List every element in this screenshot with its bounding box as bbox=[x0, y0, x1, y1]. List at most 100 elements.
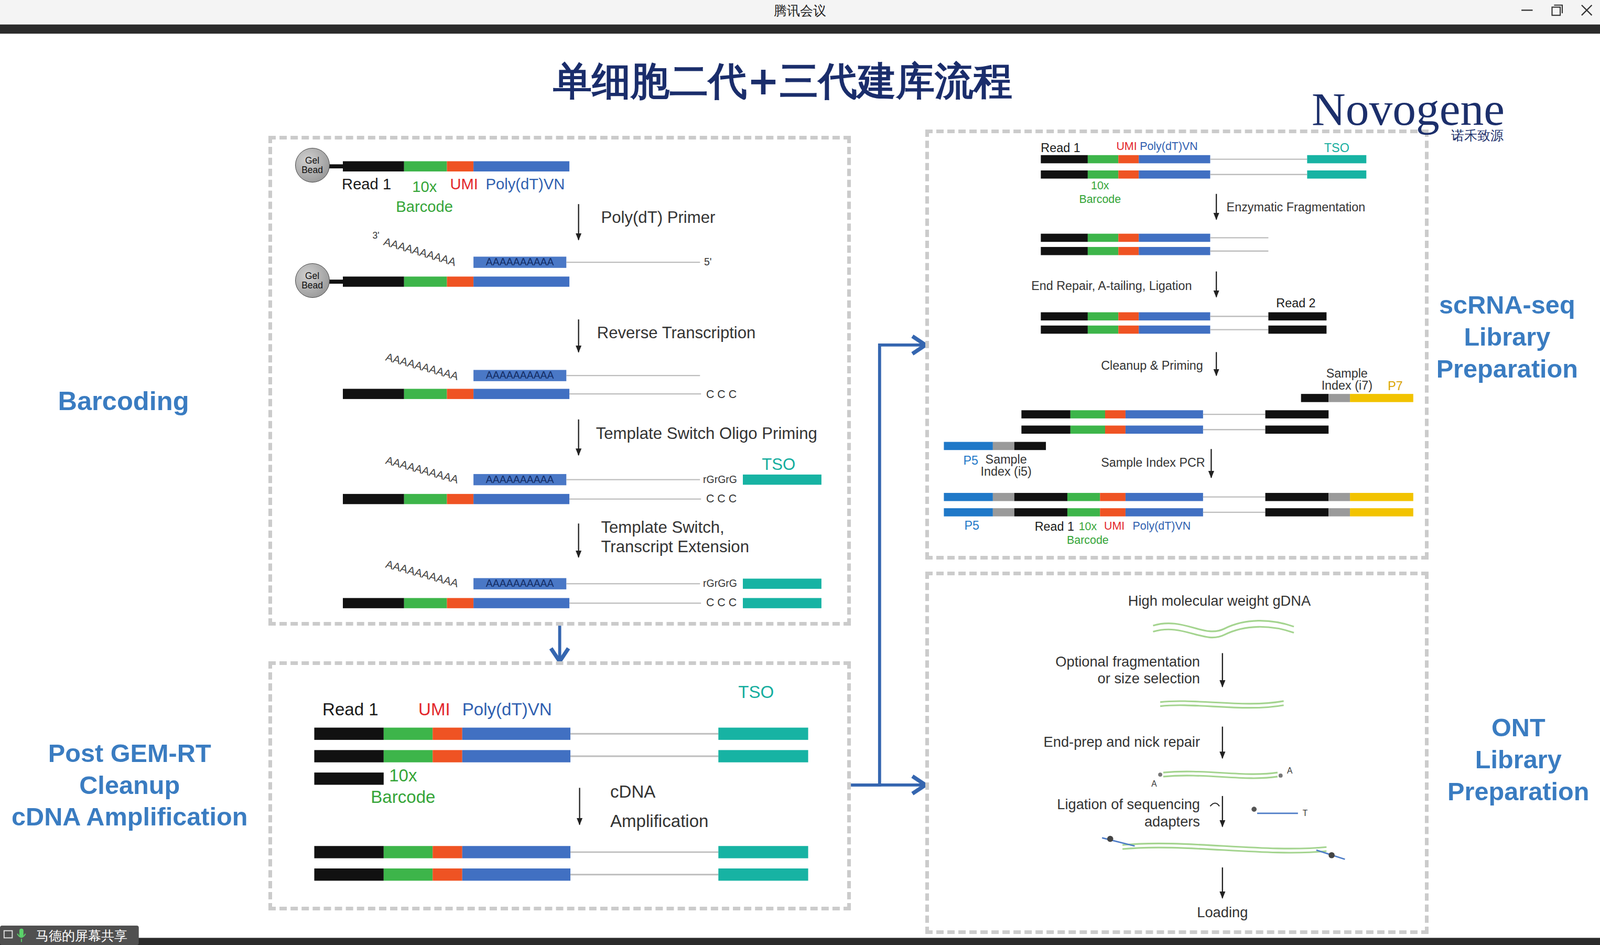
figure-part bbox=[1203, 496, 1266, 498]
annotation-label: 10x Barcode bbox=[1071, 179, 1129, 207]
panel-heading: scRNA-seq Library Preparation bbox=[1434, 288, 1580, 385]
figure-part bbox=[1040, 170, 1210, 179]
annotation-label: TSO bbox=[738, 681, 774, 703]
annotation-label: AAAAAAAAAA bbox=[383, 557, 460, 591]
figure-part bbox=[1160, 705, 1284, 708]
gel-bead: Gel Bead bbox=[295, 263, 330, 298]
annotation-label: 腾讯会议 bbox=[773, 3, 827, 19]
annotation-label: UMI bbox=[418, 698, 451, 720]
annotation-label: P5 bbox=[963, 452, 979, 468]
figure-part bbox=[943, 492, 993, 502]
annotation-label: P7 bbox=[1387, 378, 1403, 394]
label-holder: Read 1 bbox=[341, 175, 392, 194]
figure-part bbox=[1268, 325, 1327, 334]
label-holder: End-prep and nick repair bbox=[1043, 733, 1200, 751]
figure-part bbox=[1125, 507, 1204, 517]
annotation-label: TSO bbox=[1324, 140, 1350, 156]
label-holder: Poly(dT)VN bbox=[1139, 139, 1198, 154]
figure-part bbox=[1040, 311, 1327, 321]
figure-part bbox=[1251, 806, 1257, 812]
flow-arrow bbox=[850, 783, 926, 787]
label-holder: Sample Index (i7) bbox=[1316, 367, 1378, 393]
figure-part bbox=[1222, 867, 1224, 898]
annotation-label: 诺禾致源 bbox=[1451, 127, 1504, 144]
label-holder: Poly(dT)VN bbox=[462, 698, 553, 720]
annotation-label: High molecular weight gDNA bbox=[1128, 592, 1311, 610]
annotation-label: cDNA Amplification bbox=[610, 776, 739, 836]
section-heading: scRNA-seq Library Preparation bbox=[1434, 288, 1580, 385]
annotation-label: Template Switch, Transcript Extension bbox=[600, 516, 773, 557]
figure-part bbox=[943, 507, 993, 517]
annotation-label: AAAAAAAAAA bbox=[381, 235, 458, 270]
slide-title: 单细胞二代+三代建库流程 bbox=[553, 55, 1013, 108]
label-holder: TSO bbox=[1324, 140, 1350, 156]
step-panel: scRNA-seq Library Preparation bbox=[925, 129, 1429, 559]
label-holder: rGrGrG bbox=[703, 473, 738, 486]
annotation-label: 3' bbox=[372, 230, 380, 242]
figure-part bbox=[1107, 835, 1114, 842]
panel-heading: Barcoding bbox=[44, 384, 204, 418]
figure-part bbox=[1040, 311, 1269, 321]
label-holder: P5 bbox=[964, 517, 980, 533]
label-holder: Ligation of sequencing adapters bbox=[1042, 796, 1200, 831]
figure-part bbox=[1014, 492, 1068, 502]
figure-part bbox=[577, 419, 579, 456]
figure-part bbox=[342, 388, 570, 399]
label-holder: UMI bbox=[1104, 520, 1125, 534]
label-holder: T bbox=[1302, 808, 1308, 819]
figure-part bbox=[1265, 492, 1329, 502]
annotation-label: End-prep and nick repair bbox=[1043, 733, 1200, 751]
figure-part bbox=[1265, 507, 1329, 517]
figure-part bbox=[1328, 492, 1350, 502]
label-holder: AAAAAAAAAA bbox=[485, 577, 555, 590]
figure-part bbox=[1301, 393, 1329, 403]
label-holder: Read 1 bbox=[322, 698, 379, 720]
annotation-label: Sample Index (i5) bbox=[977, 452, 1035, 478]
annotation-label: C C C bbox=[706, 387, 737, 402]
figure-part bbox=[742, 474, 822, 485]
label-holder: Cleanup & Priming bbox=[1100, 358, 1204, 373]
figure-part bbox=[0, 925, 139, 945]
figure-part bbox=[943, 507, 1413, 517]
figure-part bbox=[569, 498, 701, 500]
annotation-label: Poly(dT)VN bbox=[1139, 139, 1198, 154]
title-holder: 单细胞二代+三代建库流程 bbox=[553, 55, 1013, 108]
label-holder: 诺禾致源 bbox=[1451, 127, 1504, 144]
figure-part bbox=[992, 492, 1015, 502]
figure-part bbox=[1581, 5, 1592, 16]
annotation-label: C C C bbox=[706, 492, 737, 506]
figure-part bbox=[1209, 803, 1220, 807]
annotation-label: AAAAAAAAAA bbox=[485, 256, 555, 269]
annotation-label: End Repair, A-tailing, Ligation bbox=[1031, 278, 1192, 294]
figure-part bbox=[1125, 492, 1204, 502]
figure-part bbox=[1328, 393, 1350, 403]
figure-part bbox=[1552, 7, 1561, 16]
annotation-label: UMI bbox=[1104, 520, 1125, 534]
annotation-label: P5 bbox=[964, 517, 980, 533]
step-panel: ONT Library Preparation bbox=[925, 571, 1429, 934]
figure-part bbox=[1101, 837, 1135, 847]
figure-part bbox=[1163, 775, 1278, 778]
figure-part bbox=[1349, 393, 1414, 403]
annotation-label: AAAAAAAAAA bbox=[383, 350, 460, 384]
section-heading: cDNA Amplification bbox=[7, 800, 253, 833]
bead-label: Gel Bead bbox=[298, 271, 326, 291]
figure-part bbox=[578, 787, 580, 825]
figure-part bbox=[1209, 174, 1307, 176]
annotation-label: Reverse Transcription bbox=[597, 322, 756, 343]
annotation-label: AAAAAAAAAA bbox=[383, 453, 460, 487]
annotation-label: AAAAAAAAAA bbox=[485, 473, 555, 486]
figure-part bbox=[1067, 507, 1100, 517]
figure-part bbox=[1257, 812, 1299, 815]
panel-heading: ONT Library Preparation bbox=[1445, 711, 1591, 807]
figure-part bbox=[314, 868, 809, 881]
label-holder: Poly(dT)VN bbox=[1132, 520, 1192, 534]
annotation-label: Optional fragmentation or size selection bbox=[1042, 653, 1200, 688]
figure-part bbox=[992, 507, 1015, 517]
figure-part bbox=[1021, 425, 1329, 434]
annotation-label: 5' bbox=[704, 256, 712, 269]
label-holder: AAAAAAAAAA bbox=[381, 235, 458, 270]
label-holder: UMI bbox=[1116, 139, 1137, 154]
label-holder: cDNA Amplification bbox=[610, 776, 739, 836]
annotation-label: A bbox=[1287, 765, 1293, 776]
